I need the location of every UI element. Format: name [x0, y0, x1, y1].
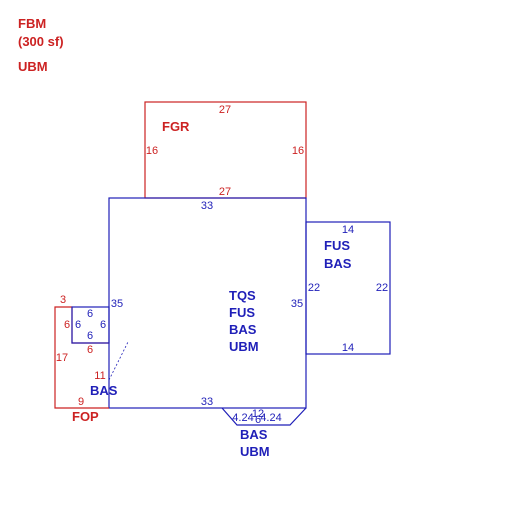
- bas-small-outline: [71, 306, 110, 344]
- main-label-tqs: TQS: [229, 288, 256, 303]
- fop-label: FOP: [72, 409, 99, 424]
- bay-left-dimension: 4.24: [232, 412, 253, 424]
- legend-ubm: UBM: [18, 59, 48, 74]
- main-right-dimension: 35: [291, 298, 303, 310]
- fgr-bottom-dimension: 27: [219, 186, 231, 198]
- fop-left-dimension: 17: [56, 352, 68, 364]
- east-label-fus: FUS: [324, 238, 350, 253]
- east-bottom-dimension: 14: [342, 342, 354, 354]
- fop-inner-left-dimension: 6: [64, 319, 70, 331]
- bas-leader-line: [108, 341, 129, 381]
- bas-small-left-dimension: 6: [75, 319, 81, 331]
- bas-small-top-dimension: 6: [87, 308, 93, 320]
- bay-label-bas: BAS: [240, 427, 268, 442]
- bay-label-ubm: UBM: [240, 444, 270, 459]
- fgr-top-dimension: 27: [219, 104, 231, 116]
- east-right-dimension: 22: [376, 282, 388, 294]
- fgr-label: FGR: [162, 119, 190, 134]
- bay-right-dimension: 4.24: [260, 412, 281, 424]
- bas-small-bottom-dimension: 6: [87, 330, 93, 342]
- legend-fbm-area: (300 sf): [18, 34, 64, 49]
- bas-small-right-dimension: 6: [100, 319, 106, 331]
- bay-bottom-dimension: 6: [255, 414, 261, 426]
- fgr-left-dimension: 16: [146, 145, 158, 157]
- bay-top-dimension: 12: [252, 408, 264, 420]
- main-label-bas: BAS: [229, 322, 257, 337]
- fgr-garage-outline: [144, 101, 307, 199]
- fop-bottom-dimension: 9: [78, 396, 84, 408]
- main-label-ubm: UBM: [229, 339, 259, 354]
- east-label-bas: BAS: [324, 256, 352, 271]
- east-left-dimension: 22: [308, 282, 320, 294]
- east-top-dimension: 14: [342, 224, 354, 236]
- main-bottom-dimension: 33: [201, 396, 213, 408]
- main-left-dimension: 35: [111, 298, 123, 310]
- main-top-dimension: 33: [201, 200, 213, 212]
- east-addition-outline: [305, 221, 391, 355]
- bay-outline: [221, 407, 307, 426]
- fop-top-dimension: 3: [60, 294, 66, 306]
- legend-fbm: FBM: [18, 16, 46, 31]
- fop-inner-bottom-dimension: 6: [87, 344, 93, 356]
- bas-small-label: BAS: [90, 383, 118, 398]
- fgr-right-dimension: 16: [292, 145, 304, 157]
- fop-right-dimension: 11: [94, 370, 105, 382]
- main-house-outline: [108, 197, 307, 409]
- main-label-fus: FUS: [229, 305, 255, 320]
